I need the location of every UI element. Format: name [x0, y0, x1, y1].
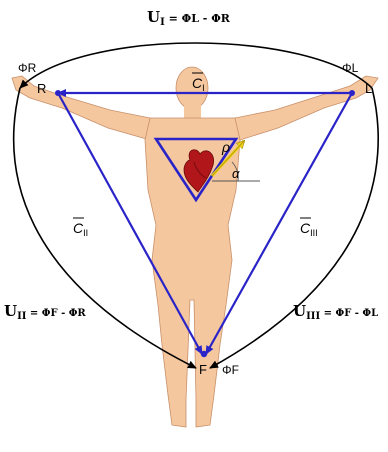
svg-text:CII: CII	[73, 220, 88, 238]
vector-label-c3: CIII	[300, 217, 318, 238]
triangle-side-III	[205, 92, 353, 355]
alpha-label: α	[232, 166, 240, 181]
vector-label-c1: CI	[192, 72, 205, 93]
svg-text:CI: CI	[192, 75, 205, 93]
electrode-right-letter: R	[37, 81, 46, 96]
electrode-left-letter: L	[365, 81, 372, 96]
triangle-side-II	[57, 92, 203, 355]
body-arms	[11, 75, 379, 141]
formula-lead-II: UII = ΦF - ΦR	[4, 302, 86, 322]
electrode-right-phi: ΦR	[18, 61, 37, 75]
heart	[183, 149, 214, 193]
vector-label-c2: CII	[73, 217, 88, 238]
lead-I-arc	[19, 42, 373, 89]
electrode-left-phi: ΦL	[342, 61, 359, 75]
rho-label: ρ	[221, 139, 230, 155]
body-neck	[184, 104, 201, 122]
electrode-foot-letter: F	[199, 362, 207, 377]
human-body-figure	[11, 66, 379, 428]
formula-lead-I: UI = ΦL - ΦR	[147, 8, 231, 28]
electrode-left-arm	[349, 90, 355, 96]
svg-text:CIII: CIII	[300, 220, 318, 238]
electrode-foot-phi: ΦF	[222, 363, 239, 377]
formula-lead-III: UIII = ΦF - ΦL	[293, 302, 378, 322]
angle-arc	[231, 161, 239, 182]
electrode-right-arm	[55, 90, 61, 96]
lead-II-arc	[12, 87, 197, 369]
body-torso-legs	[144, 117, 241, 428]
lead-arcs	[12, 42, 379, 369]
einthoven-triangle	[57, 89, 353, 355]
lead-III-arc	[209, 87, 379, 369]
dipole-vector	[210, 141, 260, 182]
electrode-foot	[200, 350, 208, 358]
